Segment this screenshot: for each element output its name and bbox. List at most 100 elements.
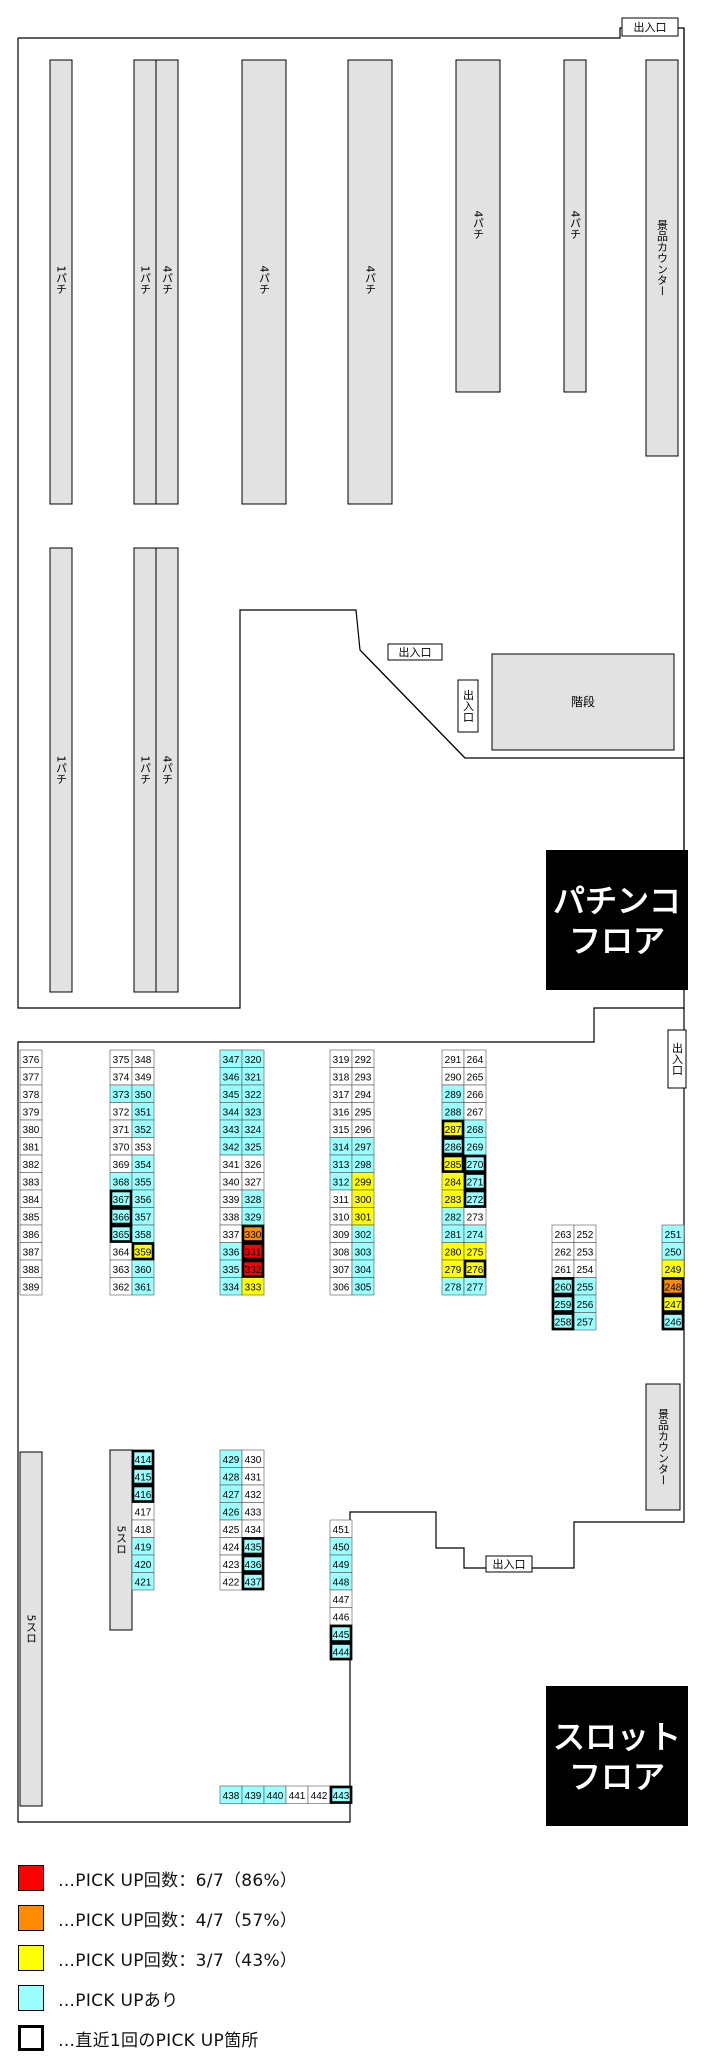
machine-number: 387 — [23, 1247, 40, 1258]
machine-number: 356 — [135, 1195, 152, 1206]
pachinko-floor-label-1: パチンコ — [553, 882, 681, 920]
machine-number: 418 — [135, 1525, 152, 1536]
machine-number: 247 — [665, 1300, 682, 1311]
machine-number: 328 — [245, 1195, 262, 1206]
machine-number: 251 — [665, 1230, 682, 1241]
machine-number: 388 — [23, 1265, 40, 1276]
bank-4pachi-c — [347, 59, 393, 505]
machine-number: 254 — [577, 1265, 594, 1276]
machine-number: 255 — [577, 1282, 594, 1293]
machine-number: 283 — [445, 1195, 462, 1206]
entrance-right-box — [667, 1029, 687, 1089]
machine-number: 322 — [245, 1090, 262, 1101]
machine-number: 298 — [355, 1160, 372, 1171]
machine-number: 259 — [555, 1300, 572, 1311]
machine-number: 420 — [135, 1560, 152, 1571]
machine-number: 354 — [135, 1160, 152, 1171]
recent-pickup-outline — [241, 1554, 265, 1573]
legend-swatch — [18, 1985, 44, 2011]
machine-number: 309 — [333, 1230, 350, 1241]
machine-number: 445 — [333, 1630, 350, 1641]
recent-pickup-outline — [661, 1277, 685, 1296]
recent-pickup-outline — [131, 1484, 155, 1503]
machine-number: 252 — [577, 1230, 594, 1241]
slot-floor-label-1: スロット — [553, 1718, 681, 1756]
legend-item: …PICK UP回数：6/7（86%） — [18, 1862, 297, 1894]
machine-number: 441 — [289, 1791, 306, 1802]
machine-number: 316 — [333, 1107, 350, 1118]
machine-number: 335 — [223, 1265, 240, 1276]
machine-number: 444 — [333, 1647, 350, 1658]
machine-number: 363 — [113, 1265, 130, 1276]
recent-pickup-outline — [551, 1312, 575, 1331]
machine-number: 342 — [223, 1142, 240, 1153]
machine-number: 376 — [23, 1055, 40, 1066]
machine-number: 274 — [467, 1230, 484, 1241]
machine-number: 271 — [467, 1177, 484, 1188]
machine-number: 417 — [135, 1507, 152, 1518]
machine-number: 336 — [223, 1247, 240, 1258]
machine-number: 303 — [355, 1247, 372, 1258]
machine-number: 327 — [245, 1177, 262, 1188]
machine-number: 301 — [355, 1212, 372, 1223]
machine-number: 377 — [23, 1072, 40, 1083]
machine-number: 332 — [245, 1265, 262, 1276]
legend-swatch — [18, 1945, 44, 1971]
machine-number: 313 — [333, 1160, 350, 1171]
machine-number: 334 — [223, 1282, 240, 1293]
machine-number: 345 — [223, 1090, 240, 1101]
bank-label-4pachi-d: 4パチ — [472, 211, 485, 240]
machine-number: 381 — [23, 1142, 40, 1153]
machine-number: 318 — [333, 1072, 350, 1083]
recent-pickup-outline — [441, 1137, 465, 1156]
machine-number: 258 — [555, 1317, 572, 1328]
bank-4pachi-e — [563, 59, 587, 393]
machine-number: 267 — [467, 1107, 484, 1118]
machine-number: 289 — [445, 1090, 462, 1101]
prize-counter-pachinko-label: 景品カウンター — [656, 219, 669, 296]
bank-1pachi-c — [49, 547, 73, 993]
machine-number: 269 — [467, 1142, 484, 1153]
machine-number: 451 — [333, 1525, 350, 1536]
bank-4pachi-f — [155, 547, 179, 993]
recent-pickup-outline — [329, 1642, 353, 1661]
machine-number: 290 — [445, 1072, 462, 1083]
bank-label-1pachi-a: 1パチ — [55, 266, 68, 295]
machine-number: 424 — [223, 1542, 240, 1553]
recent-pickup-outline — [241, 1572, 265, 1591]
machine-number: 308 — [333, 1247, 350, 1258]
machine-number: 428 — [223, 1472, 240, 1483]
machine-number: 357 — [135, 1212, 152, 1223]
recent-pickup-outline — [463, 1259, 487, 1278]
machine-number: 435 — [245, 1542, 262, 1553]
machine-number: 310 — [333, 1212, 350, 1223]
machine-number: 431 — [245, 1472, 262, 1483]
recent-pickup-outline — [241, 1259, 265, 1278]
machine-number: 331 — [245, 1247, 262, 1258]
machine-number: 353 — [135, 1142, 152, 1153]
legend-text: …PICK UP回数：6/7（86%） — [58, 1870, 298, 1891]
bank-label-4pachi-f: 4パチ — [161, 756, 174, 785]
machine-number: 442 — [311, 1791, 328, 1802]
machine-number: 272 — [467, 1195, 484, 1206]
machine-number: 429 — [223, 1455, 240, 1466]
slot-floor-label-2: フロア — [569, 1758, 665, 1796]
legend-swatch — [18, 1905, 44, 1931]
machine-number: 266 — [467, 1090, 484, 1101]
machine-number: 372 — [113, 1107, 130, 1118]
machine-number: 375 — [113, 1055, 130, 1066]
legend-text: …PICK UP回数：4/7（57%） — [58, 1910, 298, 1931]
legend-item: …PICK UP回数：4/7（57%） — [18, 1902, 297, 1934]
recent-pickup-outline — [329, 1785, 353, 1804]
machine-number: 437 — [245, 1577, 262, 1588]
bank-label-1pachi-b: 1パチ — [139, 266, 152, 295]
machine-number: 443 — [333, 1791, 350, 1802]
machine-number: 249 — [665, 1265, 682, 1276]
machine-number: 438 — [223, 1791, 240, 1802]
machine-number: 279 — [445, 1265, 462, 1276]
machine-number: 364 — [113, 1247, 130, 1258]
machine-number: 422 — [223, 1577, 240, 1588]
machine-number: 358 — [135, 1230, 152, 1241]
legend-item: …PICK UP回数：3/7（43%） — [18, 1942, 297, 1974]
